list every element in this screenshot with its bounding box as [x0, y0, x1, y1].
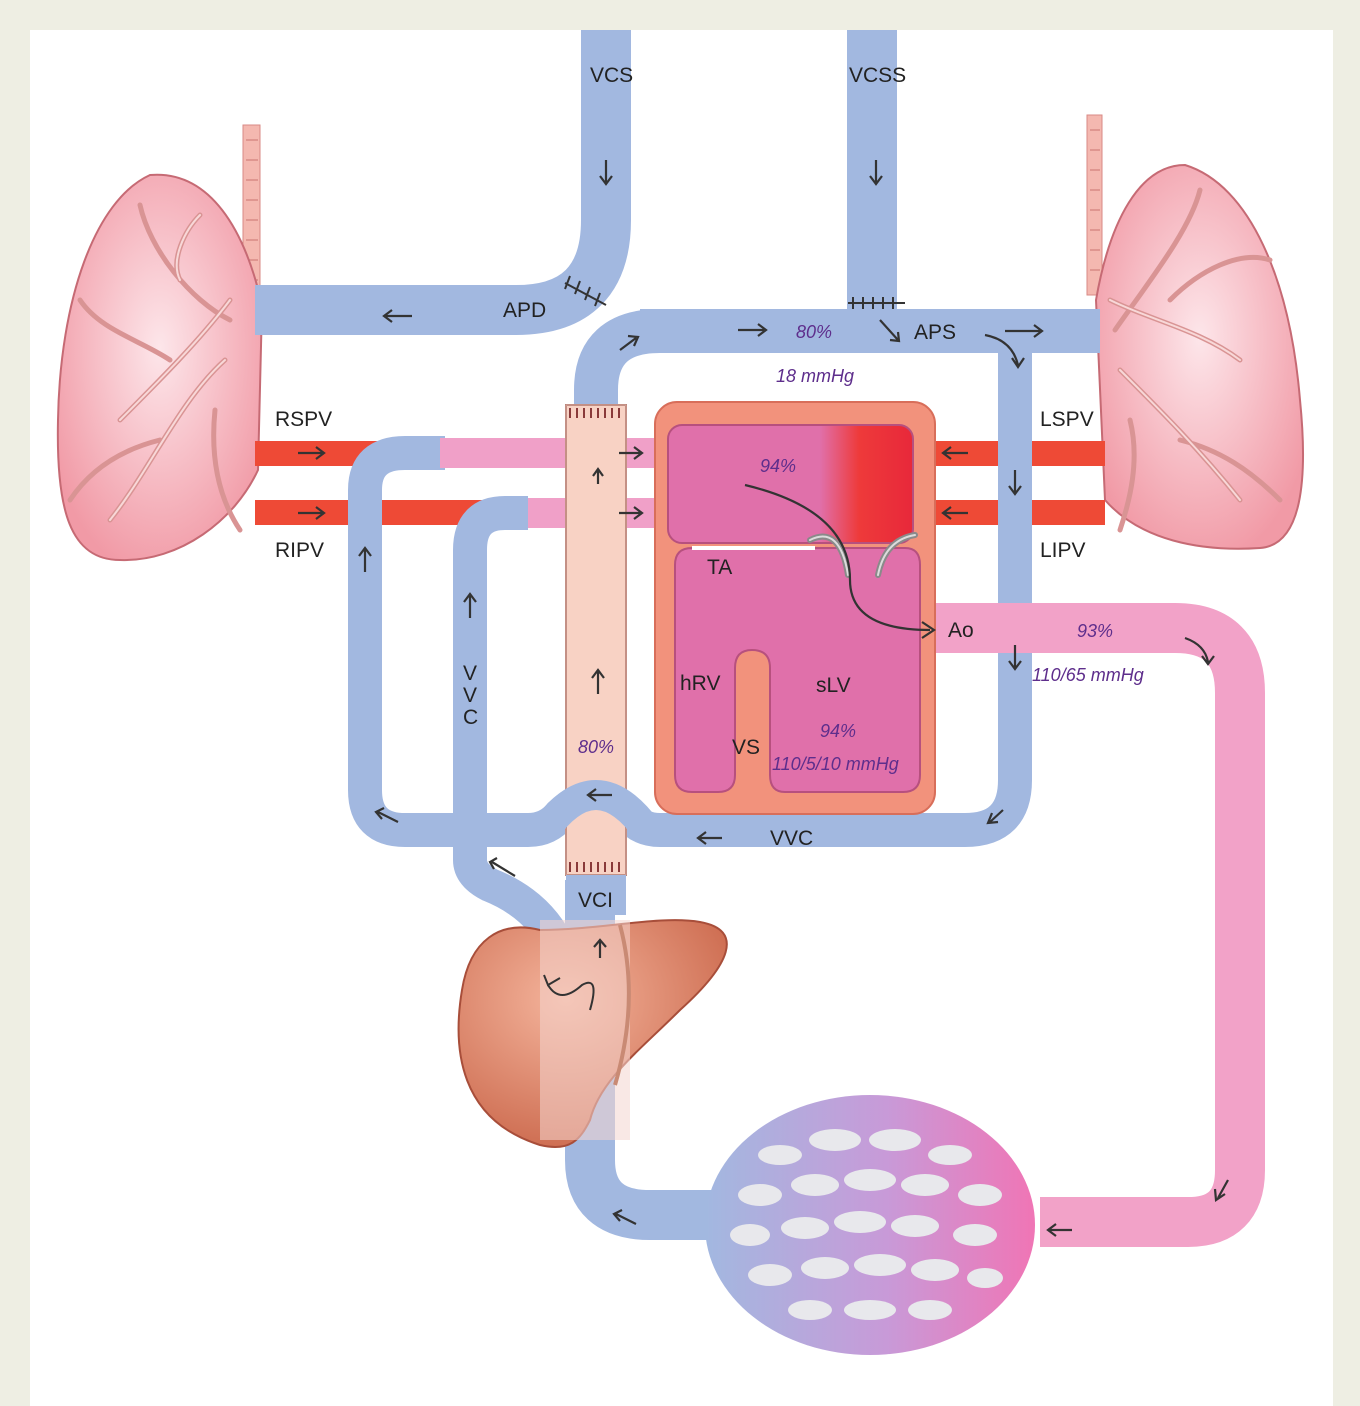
label-vvc-left-c: C: [463, 706, 478, 729]
value-atrium-sat: 94%: [760, 456, 796, 476]
label-vcs: VCS: [590, 64, 633, 87]
value-pulmonary-sat: 80%: [796, 322, 832, 342]
label-hrv: hRV: [680, 672, 720, 695]
label-vs: VS: [732, 736, 760, 759]
label-vvc-left-v1: V: [463, 662, 477, 685]
label-ao: Ao: [948, 619, 974, 642]
label-vvc-bottom: VVC: [770, 827, 813, 850]
label-lipv: LIPV: [1040, 539, 1086, 562]
label-aps: APS: [914, 321, 956, 344]
value-ventricle-sat: 94%: [820, 721, 856, 741]
label-vci: VCI: [578, 889, 613, 912]
label-vvc-left-v2: V: [463, 684, 477, 707]
label-apd: APD: [503, 299, 546, 322]
label-vcss: VCSS: [849, 64, 906, 87]
value-conduit-sat: 80%: [578, 737, 614, 757]
label-ta: TA: [707, 556, 732, 579]
value-pulmonary-pressure: 18 mmHg: [776, 366, 854, 386]
label-slv: sLV: [816, 674, 851, 697]
atrium: [668, 425, 913, 543]
value-aorta-sat: 93%: [1077, 621, 1113, 641]
label-rspv: RSPV: [275, 408, 332, 431]
capillary-bed: [705, 1095, 1035, 1355]
label-ripv: RIPV: [275, 539, 324, 562]
label-lspv: LSPV: [1040, 408, 1094, 431]
value-aorta-pressure: 110/65 mmHg: [1032, 665, 1144, 685]
value-ventricle-pressure: 110/5/10 mmHg: [772, 754, 899, 774]
